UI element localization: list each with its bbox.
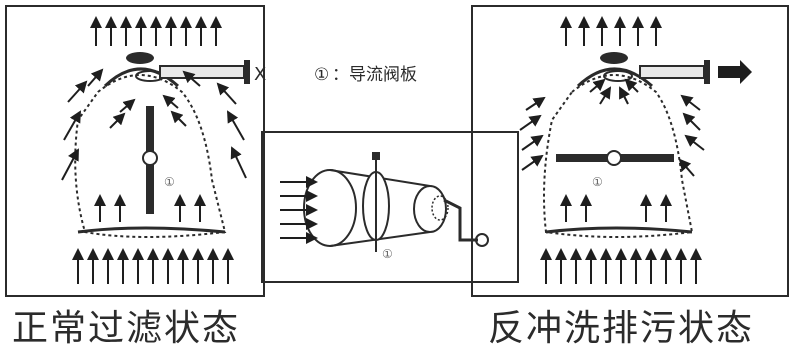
right-valve-marker: ① xyxy=(592,175,603,189)
arrow-icon xyxy=(624,78,639,93)
left-outlet-closed-mark: X xyxy=(254,64,266,85)
middle-tube-back xyxy=(413,185,447,233)
left-panel: X ① 正常过滤状态 xyxy=(5,5,266,349)
right-outlet-pipe xyxy=(639,65,705,79)
left-bottom-screen xyxy=(77,226,226,234)
arrow-icon xyxy=(619,86,630,105)
arrow-icon xyxy=(680,94,701,111)
arrow-icon xyxy=(109,112,126,129)
arrow-icon xyxy=(216,82,237,105)
middle-tube-end xyxy=(431,195,449,221)
arrow-icon xyxy=(67,80,88,103)
right-top-cap xyxy=(600,52,628,64)
arrow-icon xyxy=(170,110,187,127)
left-outlet-pipe xyxy=(159,65,245,79)
legend-text: ：导流阀板 xyxy=(332,65,417,85)
middle-shaft-top xyxy=(372,152,380,160)
arrow-icon xyxy=(678,158,695,177)
middle-panel-frame xyxy=(261,131,519,283)
arrow-icon xyxy=(599,86,612,105)
right-panel: ① 反冲洗排污状态 xyxy=(471,5,789,349)
middle-panel: ① xyxy=(261,131,519,283)
right-filter-dome xyxy=(576,67,653,88)
left-panel-frame xyxy=(5,5,265,297)
right-inner-port xyxy=(603,70,633,82)
arrow-icon xyxy=(119,98,136,113)
arrow-icon xyxy=(684,134,705,151)
legend-marker: ① xyxy=(314,65,329,85)
left-flow-arrows xyxy=(61,16,247,284)
arrow-icon xyxy=(61,148,79,181)
arrow-icon xyxy=(519,114,542,131)
arrow-icon xyxy=(521,154,544,171)
arrow-icon xyxy=(182,70,201,87)
arrow-icon xyxy=(63,110,81,141)
arrow-icon xyxy=(162,94,179,109)
arrow-icon xyxy=(682,112,701,131)
left-valve-hub xyxy=(142,150,158,166)
arrow-icon xyxy=(525,96,546,111)
right-flow-arrows xyxy=(519,16,705,284)
left-valve-marker: ① xyxy=(164,175,175,189)
right-valve-hub xyxy=(606,150,622,166)
arrow-icon xyxy=(230,146,247,179)
left-caption: 正常过滤状态 xyxy=(12,308,240,349)
left-top-cap xyxy=(126,52,154,64)
right-panel-frame xyxy=(471,5,789,297)
legend: ① ：导流阀板 xyxy=(314,65,417,85)
right-outlet-flange xyxy=(704,60,710,84)
middle-valve-marker: ① xyxy=(382,247,393,261)
right-bottom-screen xyxy=(545,226,693,234)
arrow-icon xyxy=(521,134,544,151)
arrow-icon xyxy=(227,110,245,141)
middle-flow-arrows xyxy=(280,176,318,244)
right-discharge-arrow-icon xyxy=(718,60,752,84)
left-outlet-flange xyxy=(244,60,250,84)
right-caption: 反冲洗排污状态 xyxy=(488,308,754,349)
crank-knob xyxy=(475,233,489,247)
arrow-icon xyxy=(87,68,104,87)
arrow-icon xyxy=(589,78,606,93)
left-filter-dome xyxy=(103,67,179,88)
crank-icon xyxy=(443,198,478,242)
